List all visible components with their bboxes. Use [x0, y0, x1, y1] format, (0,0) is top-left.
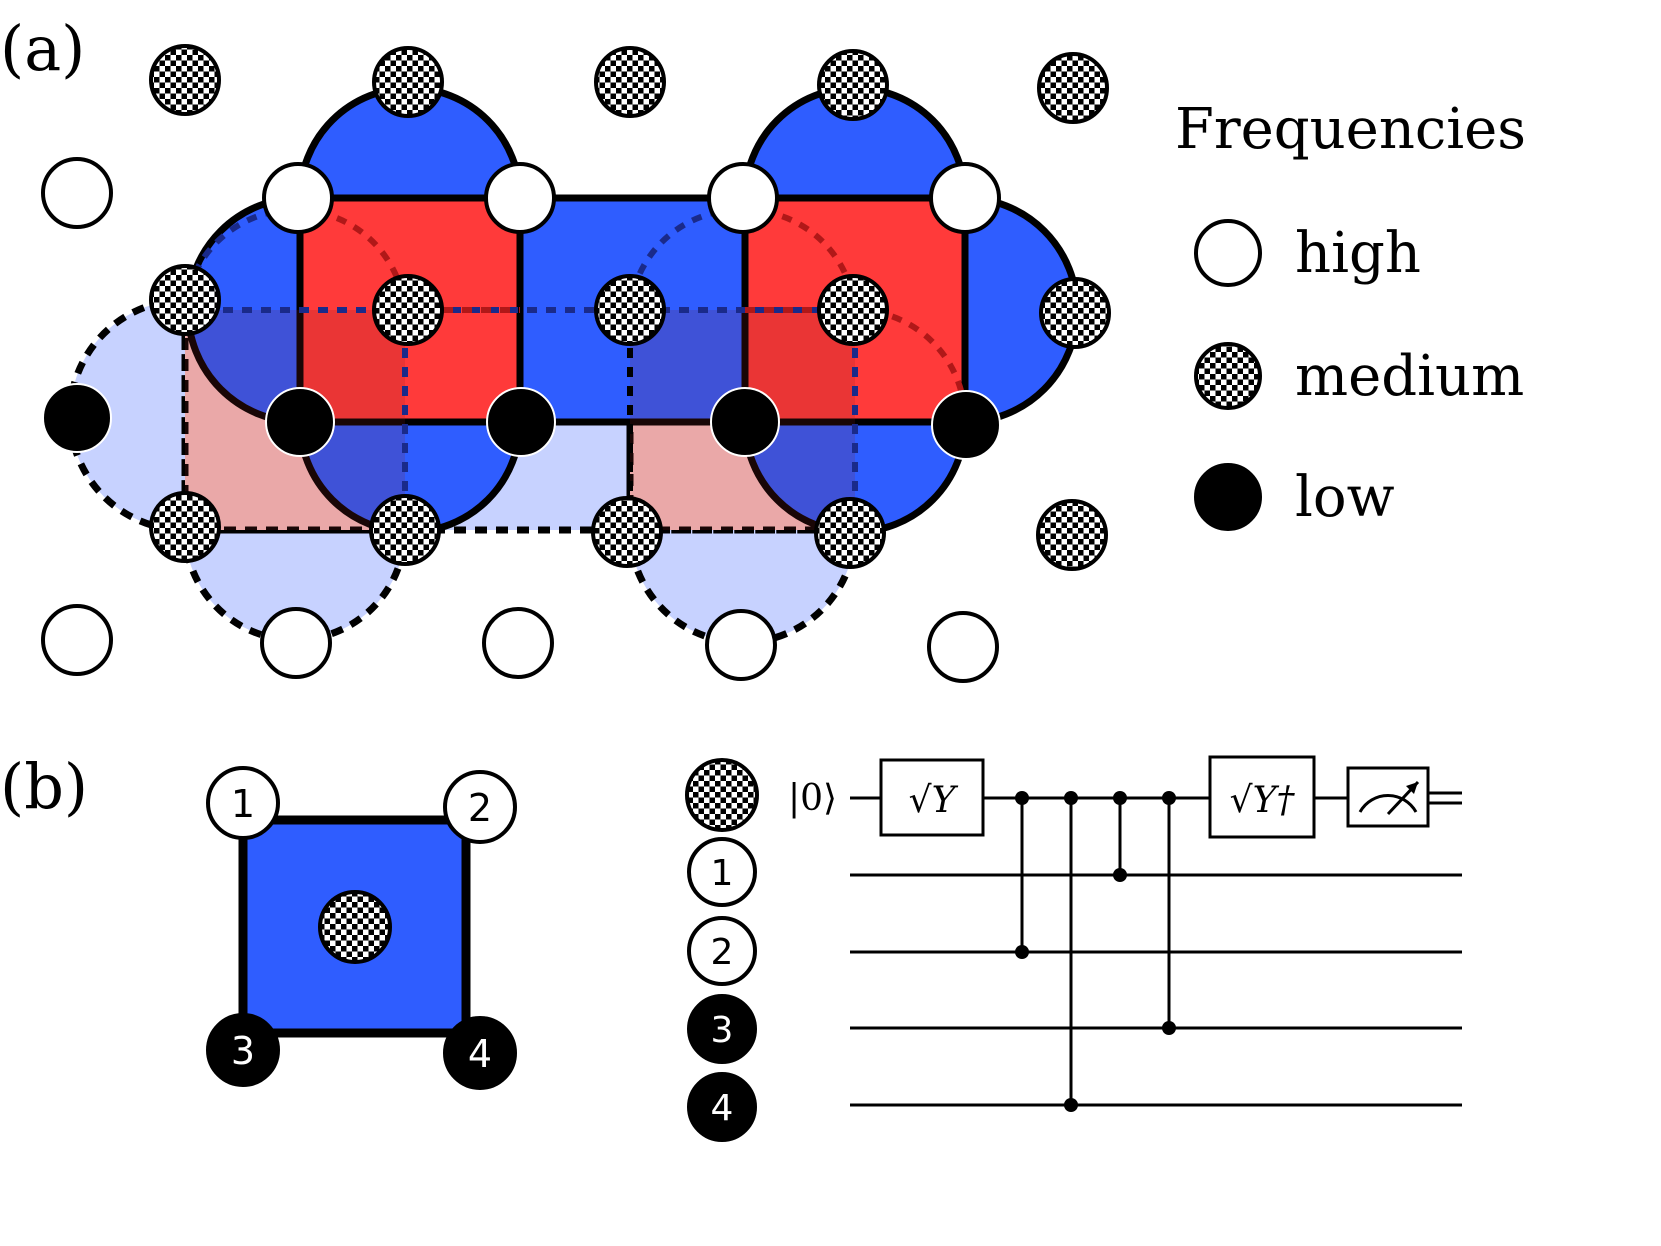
- cz-gate-q4: [1064, 791, 1078, 1112]
- circuit-qubit-4-label: 4: [711, 1088, 734, 1129]
- cz-gate-q1: [1113, 791, 1127, 882]
- medium-frequency-qubit: [594, 274, 666, 346]
- cz-gate-q3: [1162, 791, 1176, 1035]
- circuit-qubit-4-marker: [687, 1072, 757, 1142]
- gate-sqrt-y-dagger-label: √Y†: [1230, 780, 1296, 821]
- circuit-qubit-3-label: 3: [711, 1010, 734, 1051]
- legend-title: Frequencies: [1175, 97, 1526, 162]
- cz-control-dot: [1015, 791, 1029, 805]
- high-frequency-qubit: [927, 611, 999, 683]
- medium-frequency-qubit: [591, 496, 663, 568]
- medium-frequency-qubit: [369, 494, 441, 566]
- legend-medium-marker: [1194, 342, 1262, 410]
- legend-low-marker: [1194, 463, 1262, 531]
- measurement-meter-icon: [1346, 766, 1430, 828]
- cz-control-dot: [1162, 791, 1176, 805]
- medium-frequency-qubit: [149, 491, 221, 563]
- medium-frequency-qubit: [372, 274, 444, 346]
- panel-a-label: (a): [0, 12, 85, 85]
- medium-frequency-qubit: [149, 44, 221, 116]
- cz-control-dot: [1064, 791, 1078, 805]
- circuit-qubit-1-marker: [687, 837, 757, 907]
- high-frequency-qubit: [482, 607, 554, 679]
- legend-low-label: low: [1295, 465, 1395, 530]
- medium-frequency-qubit: [1039, 277, 1111, 349]
- circuit-input-state: |0⟩: [788, 778, 837, 819]
- low-frequency-qubit: [265, 387, 335, 457]
- cz-control-dot: [1113, 791, 1127, 805]
- plaquette-qubit-1: [206, 766, 280, 840]
- medium-frequency-qubit: [817, 49, 889, 121]
- circuit-qubit-2-marker: [687, 916, 757, 986]
- medium-frequency-qubit: [814, 497, 886, 569]
- legend: Frequencies high medium low: [1175, 97, 1526, 531]
- cz-gate-q2: [1015, 791, 1029, 959]
- high-frequency-qubit: [707, 162, 779, 234]
- plaquette-qubit-1-label: 1: [231, 782, 255, 826]
- medium-frequency-qubit: [372, 46, 444, 118]
- high-frequency-qubit: [484, 162, 556, 234]
- high-frequency-qubit: [41, 604, 113, 676]
- faded-x-half-bottom-2: [626, 526, 859, 646]
- gate-sqrt-y-label: √Y: [909, 780, 959, 821]
- cz-target-dot: [1113, 868, 1127, 882]
- solid-stabilizers: [184, 84, 1081, 536]
- circuit-ancilla-marker: [685, 758, 759, 832]
- high-frequency-qubit: [262, 162, 334, 234]
- cz-target-dot: [1015, 945, 1029, 959]
- medium-frequency-qubit: [1036, 499, 1108, 571]
- circuit: 1 2 3 4 |0⟩ √Y: [685, 755, 1462, 1142]
- medium-frequency-qubit: [1037, 52, 1109, 124]
- medium-frequency-qubit: [149, 264, 221, 336]
- high-frequency-qubit: [260, 607, 332, 679]
- medium-frequency-qubit: [594, 46, 666, 118]
- legend-medium-label: medium: [1295, 344, 1524, 409]
- plaquette-qubit-3-label: 3: [231, 1029, 255, 1073]
- qubit-lattice: [41, 44, 1111, 683]
- circuit-qubit-1-label: 1: [711, 853, 734, 894]
- low-frequency-qubit: [42, 383, 112, 453]
- high-frequency-qubit: [705, 609, 777, 681]
- plaquette-qubit-4: [443, 1016, 517, 1090]
- cz-target-dot: [1162, 1021, 1176, 1035]
- plaquette-qubit-2-label: 2: [468, 786, 492, 830]
- circuit-qubit-2-label: 2: [711, 932, 734, 973]
- circuit-qubit-3-marker: [687, 994, 757, 1064]
- low-frequency-qubit: [931, 390, 1001, 460]
- plaquette: 1 2 3 4: [206, 766, 517, 1090]
- high-frequency-qubit: [929, 162, 1001, 234]
- cz-target-dot: [1064, 1098, 1078, 1112]
- plaquette-qubit-2: [443, 770, 517, 844]
- plaquette-ancilla: [318, 890, 392, 964]
- legend-high-marker: [1194, 219, 1262, 287]
- low-frequency-qubit: [710, 387, 780, 457]
- plaquette-qubit-4-label: 4: [468, 1032, 492, 1076]
- faded-x-half-left: [66, 296, 189, 534]
- gate-sqrt-y: [879, 758, 985, 837]
- gate-sqrt-y-dagger: [1208, 755, 1316, 839]
- medium-frequency-qubit: [817, 274, 889, 346]
- plaquette-qubit-3: [206, 1013, 280, 1087]
- high-frequency-qubit: [41, 157, 113, 229]
- low-frequency-qubit: [486, 387, 556, 457]
- legend-high-label: high: [1295, 221, 1421, 286]
- panel-b-label: (b): [0, 750, 88, 823]
